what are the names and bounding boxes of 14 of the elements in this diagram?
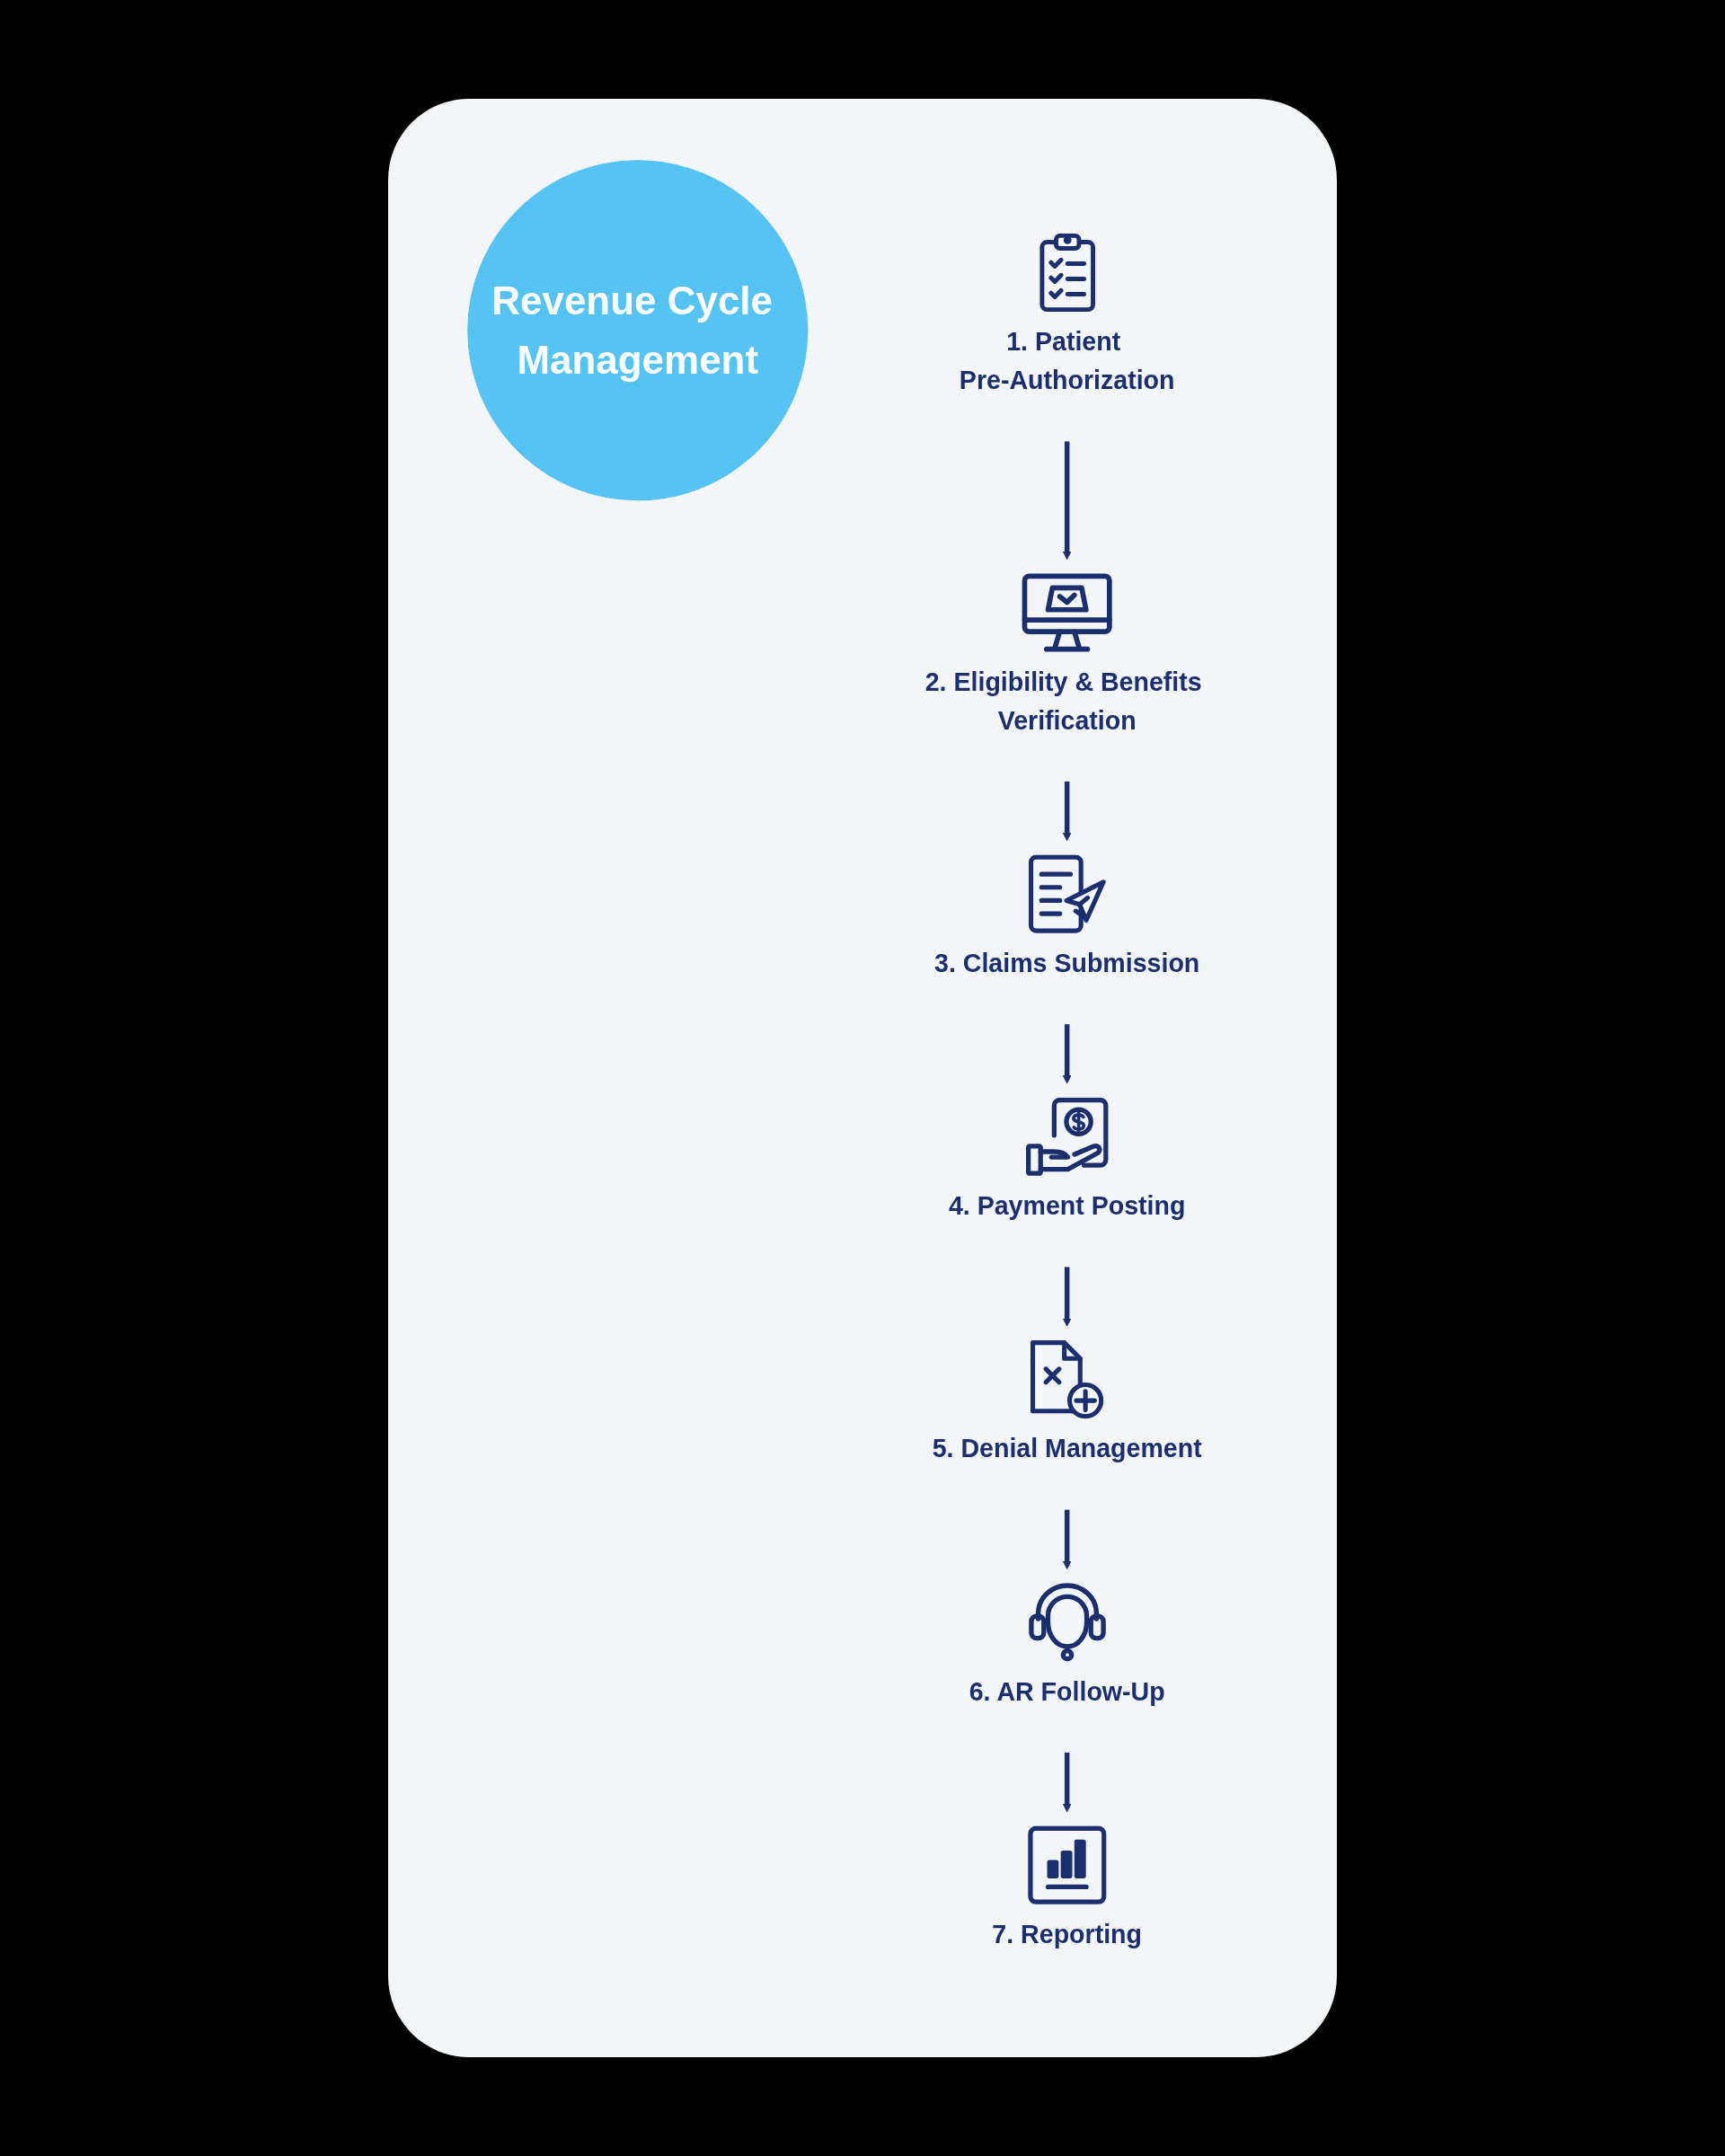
step-label: 4. Payment Posting xyxy=(948,1190,1186,1221)
step-label: 5. Denial Management xyxy=(932,1434,1202,1463)
step-label: 2. Eligibility & Benefits Verification xyxy=(924,667,1203,736)
step-label: 1. Patient Pre-Authorization xyxy=(959,326,1175,395)
step-label: 3. Claims Submission xyxy=(933,948,1200,978)
arrow xyxy=(1062,441,1072,561)
arrow xyxy=(1062,781,1072,842)
step-label: 7. Reporting xyxy=(992,1919,1142,1949)
arrow xyxy=(1062,1509,1072,1569)
arrow xyxy=(1062,1752,1072,1813)
arrow xyxy=(1062,1024,1072,1084)
hub-title: Revenue Cycle Management xyxy=(491,278,774,382)
step-label: 6. AR Follow-Up xyxy=(969,1676,1165,1707)
arrow xyxy=(1062,1267,1072,1327)
